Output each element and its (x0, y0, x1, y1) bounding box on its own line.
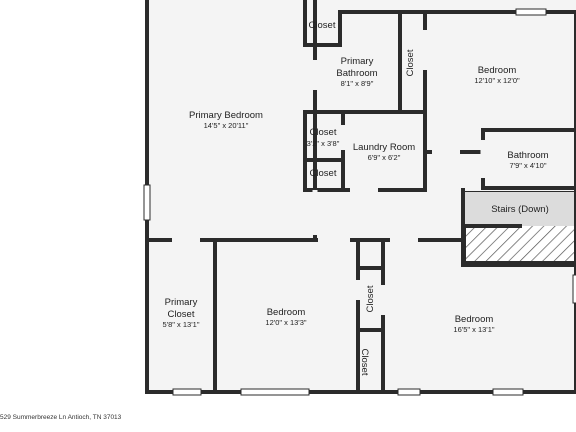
primary-bedroom-name: Primary Bedroom (189, 110, 263, 121)
primary-bedroom-dims: 14'5" x 20'11" (204, 121, 249, 130)
closet-top-name: Closet (309, 20, 336, 31)
stairs-name: Stairs (Down) (491, 204, 549, 215)
closet-vertical-top-name: Closet (405, 49, 416, 76)
primary-closet-name-1: Primary (165, 297, 198, 308)
primary-closet-dims: 5'8" x 13'1" (163, 320, 200, 329)
closet-mid-name: Closet (310, 127, 337, 138)
primary-closet-name-2: Closet (168, 309, 195, 320)
closet-vertical-bottom-name: Closet (359, 349, 370, 376)
laundry-room-name: Laundry Room (353, 142, 415, 153)
primary-bathroom-name-2: Bathroom (336, 68, 377, 79)
bedroom-top-right-name: Bedroom (478, 65, 517, 76)
bedroom-bottom-middle-dims: 12'0" x 13'3" (265, 318, 306, 327)
bedroom-bottom-middle-name: Bedroom (267, 307, 306, 318)
bathroom-dims: 7'9" x 4'10" (510, 161, 547, 170)
laundry-room-dims: 6'9" x 6'2" (368, 153, 401, 162)
bedroom-bottom-right-name: Bedroom (455, 314, 494, 325)
windows (143, 8, 576, 396)
bathroom-name: Bathroom (507, 150, 548, 161)
bedroom-top-right-dims: 12'10" x 12'0" (474, 76, 520, 85)
room-labels: Primary Bedroom 14'5" x 20'11" Closet Pr… (163, 20, 549, 376)
property-address: 529 Summerbreeze Ln Antioch, TN 37013 (0, 414, 122, 421)
bedroom-bottom-right-dims: 16'5" x 13'1" (453, 325, 494, 334)
primary-bathroom-dims: 8'1" x 8'9" (341, 79, 374, 88)
closet-vertical-mid-name: Closet (365, 285, 376, 312)
closet-small-name: Closet (310, 168, 337, 179)
door-openings (172, 30, 486, 315)
closet-mid-dims: 3'2" x 3'8" (307, 139, 340, 148)
primary-bathroom-name-1: Primary (341, 56, 374, 67)
